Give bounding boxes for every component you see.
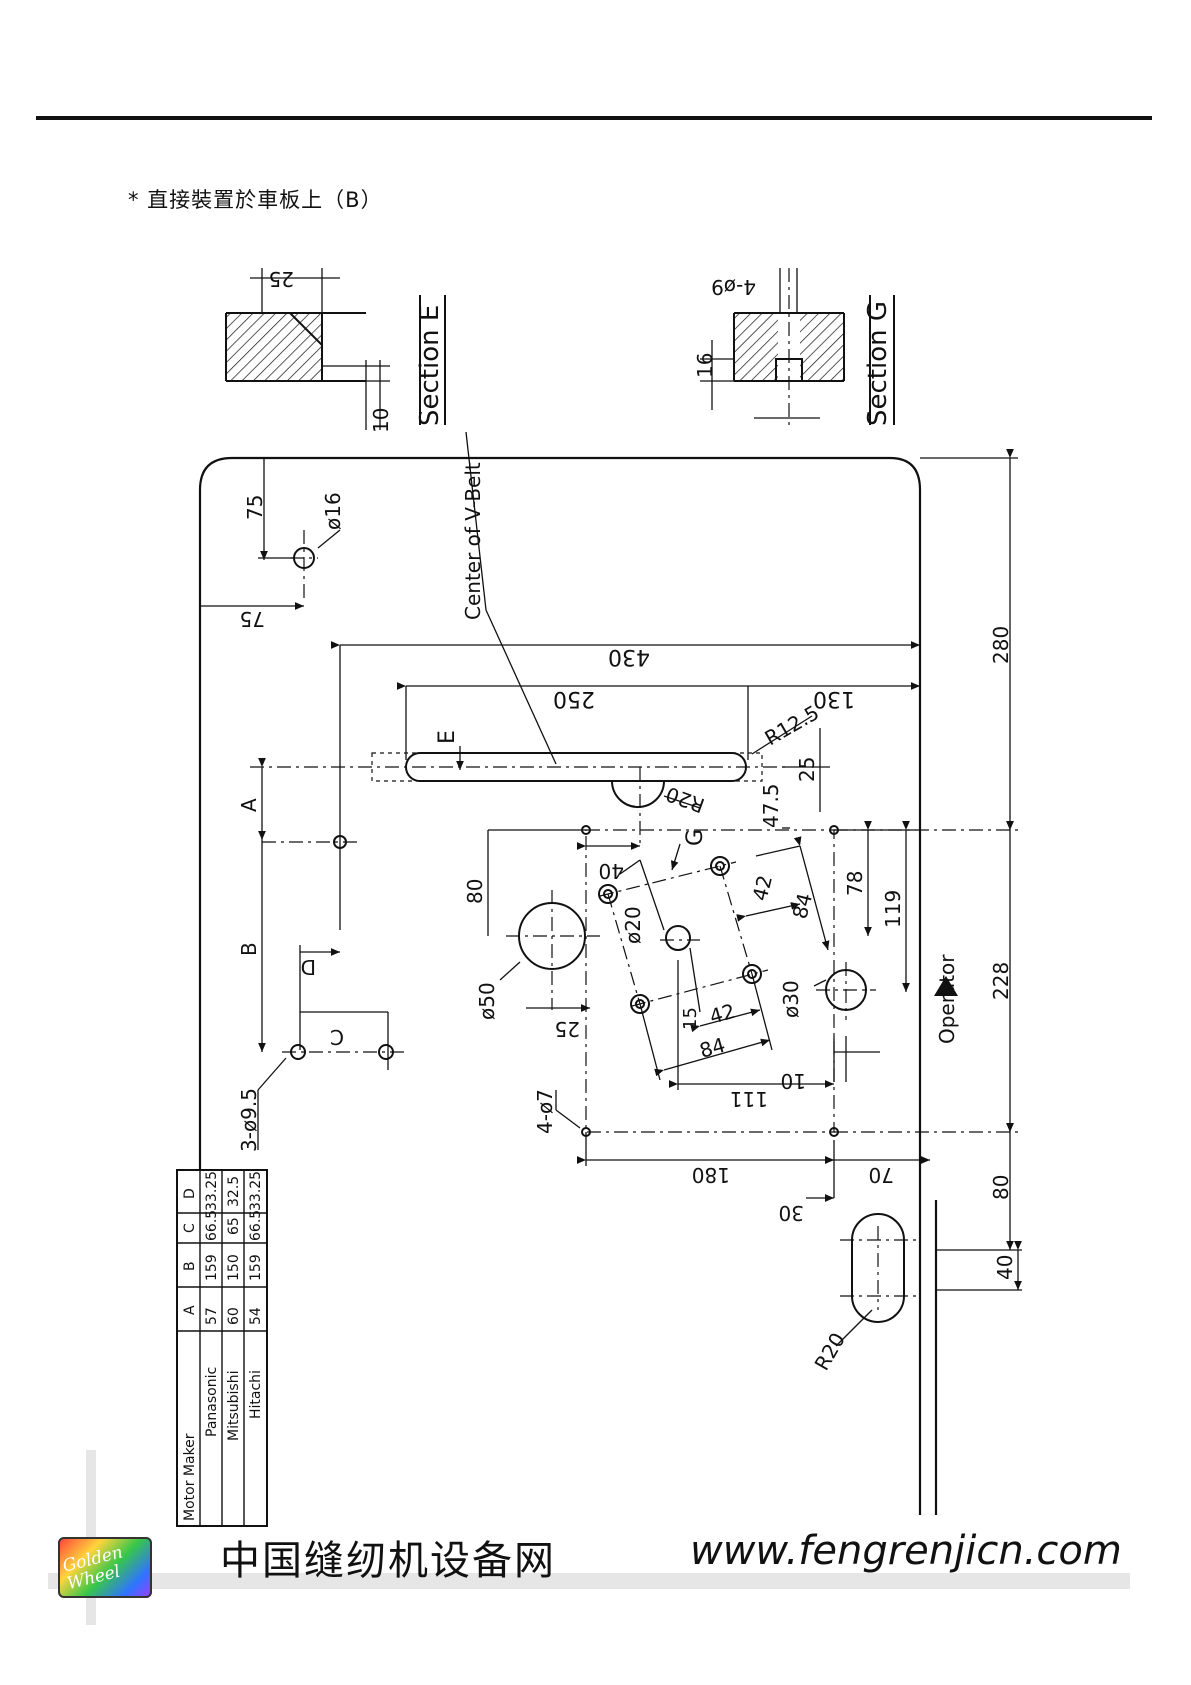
r20-bottom: R20 [810, 1328, 850, 1374]
section-e-dim-25: 25 [269, 267, 294, 291]
dim-42-b: 42 [707, 999, 738, 1029]
section-e-dim-10: 10 [369, 408, 393, 433]
table-outline [198, 456, 938, 1515]
section-g-detail: 4-ø9 16 Section G [693, 268, 895, 430]
table-cell: 66.5 [204, 1210, 220, 1241]
r125-label: R12.5 [761, 700, 824, 750]
dim-50: ø50 [475, 982, 499, 1020]
table-cell: 33.25 [204, 1171, 220, 1211]
b-mark: B [237, 942, 261, 956]
dim-40: 40 [599, 859, 624, 883]
footer-url[interactable]: www.fengrenjicn.com [690, 1528, 1122, 1574]
footer-site-name: 中国缝纫机设备网 [220, 1538, 556, 1584]
logo-text: Golden Wheel [60, 1542, 125, 1595]
dim-16: ø16 [321, 492, 345, 530]
c-mark: C [330, 1025, 344, 1049]
dim-280: 280 [989, 626, 1013, 664]
dim-75-horizontal: 75 [240, 607, 265, 631]
dim-40-right: 40 [993, 1255, 1017, 1280]
dim-25-lower: 25 [555, 1017, 580, 1041]
dim-180: 180 [692, 1163, 730, 1187]
table-cell-maker: Hitachi [248, 1370, 264, 1419]
dim-80-right: 80 [989, 1175, 1013, 1200]
hole-16: 75 ø16 75 [200, 458, 345, 631]
dim-130: 130 [813, 686, 855, 711]
table-cell: 159 [248, 1254, 264, 1281]
dim-84-a: 84 [788, 891, 817, 922]
footer-bar [48, 1573, 1130, 1589]
a-mark: A [237, 798, 261, 812]
section-e-detail: 25 10 Section E [225, 267, 446, 433]
right-dimensions: 280 228 80 40 Operator [834, 448, 1022, 1291]
table-cell: 33.25 [248, 1171, 264, 1211]
table-cell: 66.5 [248, 1210, 264, 1241]
table-cell: 54 [248, 1307, 264, 1325]
dim-4-7: 4-ø7 [533, 1089, 557, 1134]
table-cell: 65 [226, 1217, 242, 1235]
bottom-slot: R20 [810, 1213, 916, 1375]
top-rule [36, 116, 1152, 120]
section-g-label: Section G [863, 301, 893, 426]
dim-30-bottom: 30 [779, 1201, 804, 1225]
dim-119: 119 [881, 890, 905, 928]
dim-250: 250 [553, 686, 595, 711]
table-header-d: D [182, 1188, 198, 1199]
dim-80: 80 [463, 879, 487, 904]
table-header-b: B [182, 1261, 198, 1271]
table-cell: 159 [204, 1254, 220, 1281]
dim-228: 228 [989, 962, 1013, 1000]
dim-30: ø30 [779, 980, 803, 1018]
e-mark: E [435, 730, 460, 744]
dim-3-9-5: 3-ø9.5 [237, 1088, 261, 1152]
page-title: * 直接裝置於車板上（B） [128, 188, 383, 212]
v-belt-label: Center of V-Belt [461, 462, 485, 620]
table-cell-maker: Mitsubishi [226, 1371, 242, 1441]
dim-47-5: 47.5 [759, 783, 783, 828]
table-header-maker: Motor Maker [182, 1433, 198, 1521]
dim-10: 10 [781, 1069, 806, 1093]
dim-430: 430 [608, 644, 650, 669]
d-mark: D [301, 955, 316, 979]
section-g-dim-16: 16 [693, 353, 717, 378]
dim-75-vertical: 75 [243, 495, 267, 520]
r20-top: R20 [663, 782, 708, 818]
motor-maker-table: Motor Maker A B C D Panasonic 57 159 66.… [176, 1169, 268, 1527]
section-e-label: Section E [415, 305, 445, 426]
table-header-a: A [182, 1305, 198, 1315]
table-cell: 150 [226, 1254, 242, 1281]
g-mark: G [683, 829, 708, 846]
table-cell: 60 [226, 1307, 242, 1325]
dim-15: 15 [680, 1007, 701, 1030]
logo: Golden Wheel [58, 1537, 152, 1598]
table-cell-maker: Panasonic [204, 1367, 220, 1437]
table-header-c: C [182, 1223, 198, 1233]
dim-78: 78 [843, 871, 867, 896]
table-cell: 57 [204, 1307, 220, 1325]
motor-pattern: 80 40 G 42 84 78 119 ø20 ø50 25 15 42 84… [463, 820, 930, 1225]
top-dimensions: 430 250 130 [330, 641, 920, 930]
dim-42-a: 42 [748, 873, 777, 904]
dim-20: ø20 [621, 906, 645, 944]
dim-111: 111 [730, 1087, 768, 1111]
table-cell: 32.5 [226, 1176, 242, 1207]
dim-25-slot: 25 [795, 757, 819, 782]
dim-84-b: 84 [697, 1033, 728, 1063]
operator-label: Operator [935, 954, 959, 1044]
dim-70: 70 [869, 1163, 894, 1187]
section-g-dim-9: 4-ø9 [711, 275, 756, 299]
left-dimensions: A B D C 3-ø9.5 [237, 757, 404, 1152]
